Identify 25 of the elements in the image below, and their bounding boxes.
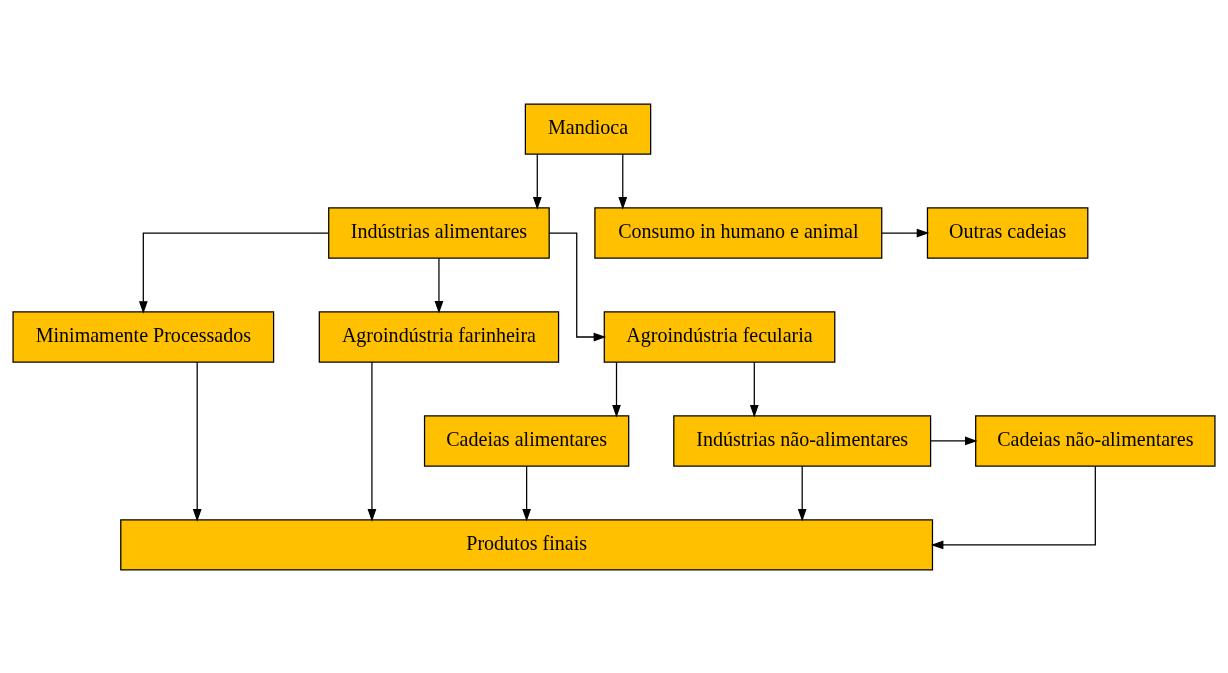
node-box: Agroindústria fecularia [603, 310, 836, 363]
node-box: Agroindústria farinheira [318, 310, 560, 363]
arrow [749, 361, 759, 418]
node-box: Indústrias não-alimentares [673, 414, 932, 467]
arrow [192, 360, 202, 522]
arrow [532, 153, 542, 210]
arrow [930, 465, 1096, 549]
arrow [434, 257, 444, 314]
arrow [881, 228, 930, 237]
node-box: Consumo in humano e animal [594, 206, 883, 259]
arrow [138, 231, 330, 314]
arrow [612, 361, 621, 418]
arrow [797, 465, 807, 522]
node-box: Produtos finais [120, 518, 934, 571]
node-box: Minimamente Processados [12, 310, 275, 363]
node-box: Cadeias alimentares [423, 414, 630, 467]
arrow [522, 465, 532, 522]
node-box: Outras cadeias [926, 206, 1089, 259]
arrow [548, 231, 607, 341]
arrow [618, 153, 628, 210]
node-box: Cadeias não-alimentares [975, 414, 1216, 467]
node-box: Mandioca [524, 102, 652, 155]
arrow [930, 436, 978, 445]
arrow [367, 360, 377, 522]
node-box: Indústrias alimentares [328, 206, 550, 259]
